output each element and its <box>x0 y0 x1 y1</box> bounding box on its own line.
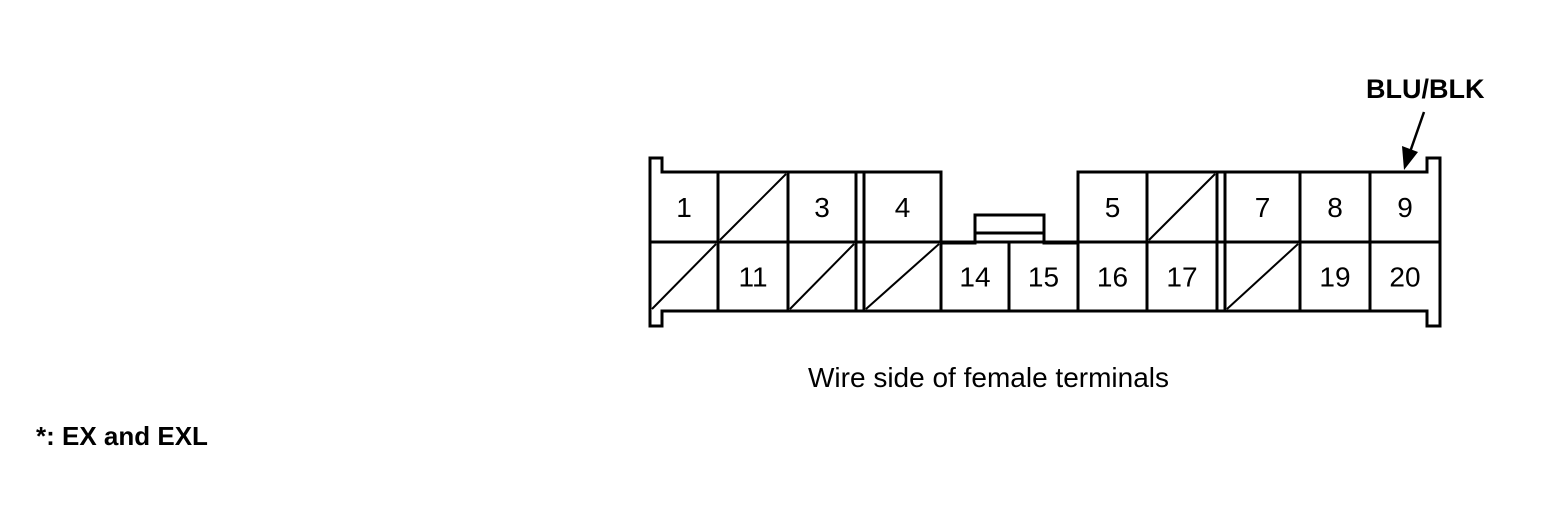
terminal-top-label: 3 <box>814 192 830 223</box>
terminal-bottom-label: 19 <box>1319 262 1350 293</box>
terminal-top-label: 5 <box>1105 192 1121 223</box>
empty-cavity-slash <box>789 243 855 310</box>
terminal-bottom-label: 15 <box>1028 262 1059 293</box>
terminal-bottom-label: 17 <box>1166 262 1197 293</box>
arrow-head <box>1402 146 1418 170</box>
empty-cavity-slash <box>1148 173 1216 241</box>
terminal-top-label: 1 <box>676 192 692 223</box>
footnote: *: EX and EXL <box>36 421 208 451</box>
empty-cavity-slash <box>865 243 940 310</box>
terminal-top-label: 8 <box>1327 192 1343 223</box>
empty-cavity-slash <box>1226 243 1299 310</box>
housing-outline <box>648 156 1442 328</box>
empty-cavity-slash <box>719 173 787 241</box>
wire-color-label: BLU/BLK <box>1366 74 1485 104</box>
terminal-bottom-label: 16 <box>1097 262 1128 293</box>
terminal-top-label: 4 <box>895 192 911 223</box>
empty-cavity-marks <box>651 173 1299 310</box>
terminal-labels: 1 3 4 5 7 8 9 11 14 15 16 17 19 20 <box>676 192 1420 293</box>
terminal-top-label: 9 <box>1397 192 1413 223</box>
terminal-bottom-label: 11 <box>738 262 767 293</box>
terminal-bottom-label: 20 <box>1389 262 1420 293</box>
wire-arrow <box>1402 111 1426 170</box>
connector-housing <box>648 156 1442 328</box>
terminal-bottom-label: 14 <box>959 262 990 293</box>
diagram-caption: Wire side of female terminals <box>808 362 1170 393</box>
empty-cavity-slash <box>651 243 717 310</box>
arrow-shaft <box>1408 111 1426 153</box>
terminal-top-label: 7 <box>1255 192 1271 223</box>
